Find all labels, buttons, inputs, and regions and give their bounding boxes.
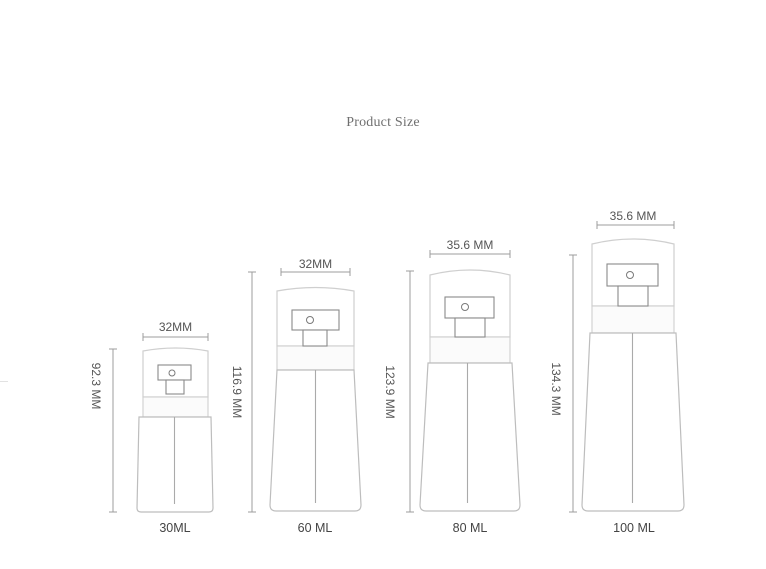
bottle-body <box>419 362 521 512</box>
pump-head-icon <box>291 309 340 331</box>
shoulder-band <box>591 305 675 334</box>
width-label: 35.6 MM <box>447 238 494 252</box>
capacity-label: 30ML <box>159 521 190 535</box>
shoulder-band <box>276 345 355 371</box>
capacity-label: 60 ML <box>298 521 333 535</box>
bottle-100ml: 35.6 MM 134.3 MM 100 ML <box>549 209 685 535</box>
height-label: 134.3 MM <box>549 362 563 415</box>
bottle-30ml: 32MM 92.3 MM 30ML <box>89 320 214 535</box>
height-label: 123.9 MM <box>383 365 397 418</box>
width-label: 32MM <box>299 257 332 271</box>
shoulder-band <box>429 336 511 364</box>
pump-head-icon <box>606 263 659 287</box>
capacity-label: 100 ML <box>613 521 655 535</box>
width-label: 35.6 MM <box>610 209 657 223</box>
height-label: 116.9 MM <box>230 366 244 418</box>
bottle-60ml: 32MM 116.9 MM 60 ML <box>230 257 362 535</box>
width-label: 32MM <box>159 320 192 334</box>
shoulder-band <box>142 396 209 418</box>
pump-head-icon <box>444 296 495 319</box>
edge-mark <box>0 381 8 382</box>
capacity-label: 80 ML <box>453 521 488 535</box>
height-label: 92.3 MM <box>89 363 103 410</box>
bottle-80ml: 35.6 MM 123.9 MM 80 ML <box>383 238 521 535</box>
page-title: Product Size <box>346 115 420 130</box>
